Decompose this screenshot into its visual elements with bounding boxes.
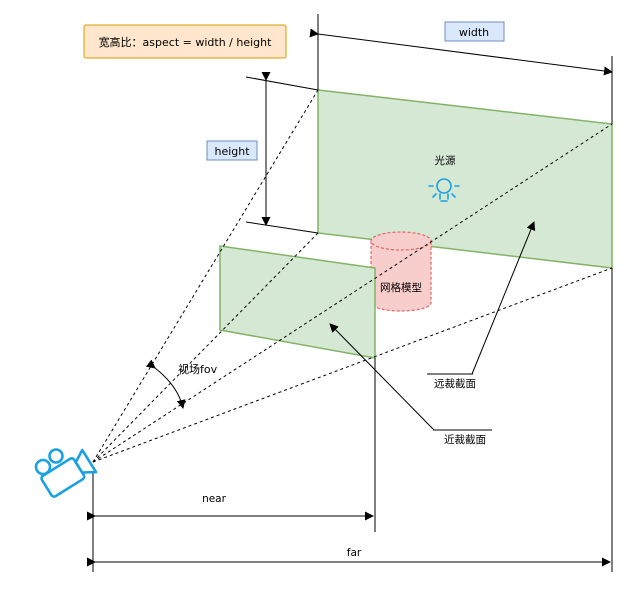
aspect-note-box — [83, 24, 287, 59]
far-clipping-plane — [317, 89, 613, 269]
fov-label: 视场fov — [178, 362, 218, 376]
height-label: height — [214, 145, 250, 158]
mesh-model — [370, 231, 432, 312]
near-plane-label: 近裁截面 — [444, 433, 486, 446]
far-plane-label: 远裁截面 — [434, 377, 476, 390]
width-tag — [444, 21, 505, 42]
far-label: far — [347, 547, 362, 559]
width-dimension — [309, 14, 613, 124]
mesh-label: 网格模型 — [380, 281, 422, 294]
fov-arc — [145, 359, 186, 409]
height-dimension — [245, 72, 319, 234]
far-plane-callout — [427, 221, 536, 375]
video-camera-icon — [34, 448, 98, 498]
height-tag — [206, 140, 258, 161]
light-label: 光源 — [435, 154, 456, 167]
light-bulb-icon — [428, 178, 460, 202]
aspect-note: 宽高比：aspect = width / height — [99, 35, 273, 49]
near-label: near — [202, 493, 227, 505]
near-clipping-plane — [219, 245, 376, 359]
near-plane-callout — [329, 323, 492, 431]
width-label: width — [459, 26, 489, 39]
distance-dimensions — [87, 268, 613, 572]
